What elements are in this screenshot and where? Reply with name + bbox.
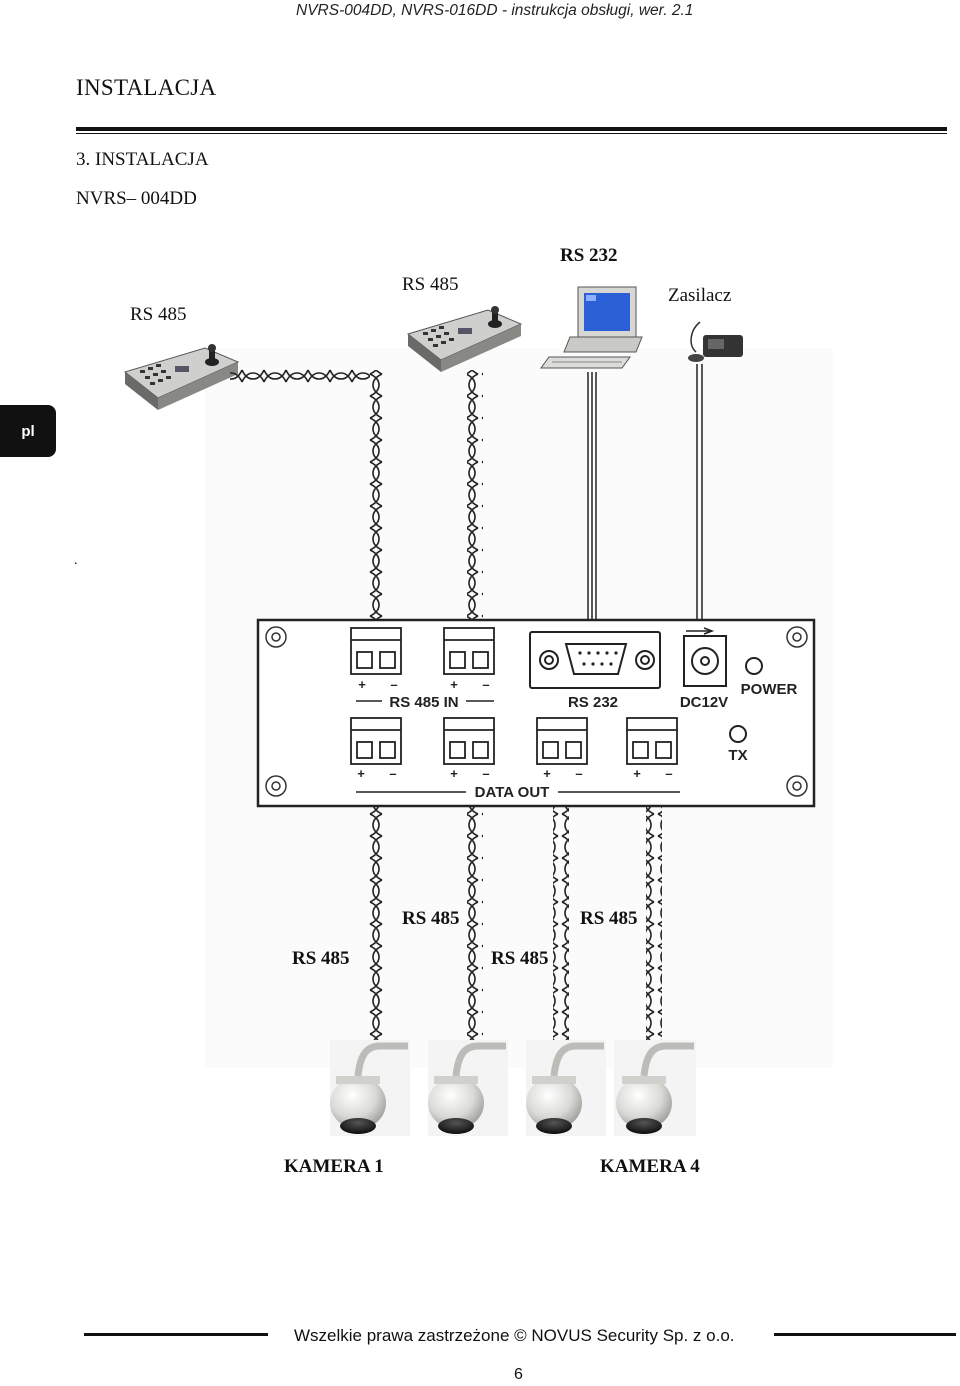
- panel-label-tx: TX: [728, 747, 747, 764]
- section-title: INSTALACJA: [76, 75, 217, 100]
- panel-label-rs485-in: RS 485 IN: [389, 694, 458, 711]
- label-rs485-line4: RS 485: [580, 908, 638, 929]
- panel-label-rs232: RS 232: [568, 694, 618, 711]
- label-rs485-keyboard2: RS 485: [402, 274, 459, 295]
- power-supply-icon: [688, 321, 743, 362]
- plus-mark: +: [358, 677, 366, 692]
- twisted-cable-bottom-1: [368, 806, 384, 1046]
- header-rule-thick: [76, 127, 947, 131]
- language-tab-label: pl: [21, 422, 35, 440]
- twisted-cable-keyboard1: [230, 369, 370, 385]
- twisted-cable-bottom-4: [646, 806, 662, 1046]
- label-rs485-line2: RS 485: [402, 908, 460, 929]
- ptz-keyboard-2-icon: [406, 306, 523, 372]
- label-rs485-keyboard1: RS 485: [130, 304, 187, 325]
- panel-label-dc12v: DC12V: [680, 694, 728, 711]
- page-number: 6: [514, 1366, 523, 1383]
- dome-camera-4-icon: [614, 1040, 696, 1136]
- computer-icon: [540, 286, 643, 369]
- twisted-cable-top-1: [368, 370, 384, 620]
- document-header: NVRS-004DD, NVRS-016DD - instrukcja obsł…: [296, 2, 694, 19]
- label-psu: Zasilacz: [668, 285, 732, 306]
- rs232-cable: [587, 372, 597, 622]
- plus-mark: +: [543, 766, 551, 781]
- dome-camera-1-icon: [330, 1040, 410, 1136]
- minus-mark: –: [665, 766, 672, 781]
- language-tab: pl: [0, 405, 56, 457]
- label-rs485-line1: RS 485: [292, 948, 350, 969]
- stray-mark: .: [74, 553, 78, 568]
- minus-mark: –: [482, 677, 489, 692]
- label-rs485-line3: RS 485: [491, 948, 549, 969]
- footer-rule-right: [774, 1333, 956, 1336]
- footer-copyright: Wszelkie prawa zastrzeżone © NOVUS Secur…: [294, 1326, 735, 1345]
- dome-camera-3-icon: [526, 1040, 606, 1136]
- label-camera-4: KAMERA 4: [600, 1156, 700, 1177]
- ptz-keyboard-1-icon: [123, 344, 240, 410]
- twisted-cable-bottom-2: [467, 806, 483, 1046]
- twisted-cable-top-2: [467, 370, 483, 620]
- label-camera-1: KAMERA 1: [284, 1156, 384, 1177]
- minus-mark: –: [389, 766, 396, 781]
- header-rule-thin: [76, 133, 947, 134]
- model-name: NVRS– 004DD: [76, 188, 197, 209]
- panel-label-power: POWER: [741, 681, 798, 698]
- panel-label-data-out: DATA OUT: [475, 784, 550, 801]
- plus-mark: +: [450, 677, 458, 692]
- minus-mark: –: [390, 677, 397, 692]
- plus-mark: +: [450, 766, 458, 781]
- minus-mark: –: [575, 766, 582, 781]
- psu-cable: [696, 364, 703, 630]
- plus-mark: +: [357, 766, 365, 781]
- footer-rule-left: [84, 1333, 268, 1336]
- plus-mark: +: [633, 766, 641, 781]
- twisted-cable-bottom-3: [553, 806, 569, 1046]
- device-rear-panel: + – + – + – + – + – + – RS 485 IN RS 232…: [256, 618, 816, 808]
- dome-camera-2-icon: [428, 1040, 508, 1136]
- minus-mark: –: [482, 766, 489, 781]
- label-rs232: RS 232: [560, 245, 618, 266]
- section-heading: 3. INSTALACJA: [76, 149, 209, 170]
